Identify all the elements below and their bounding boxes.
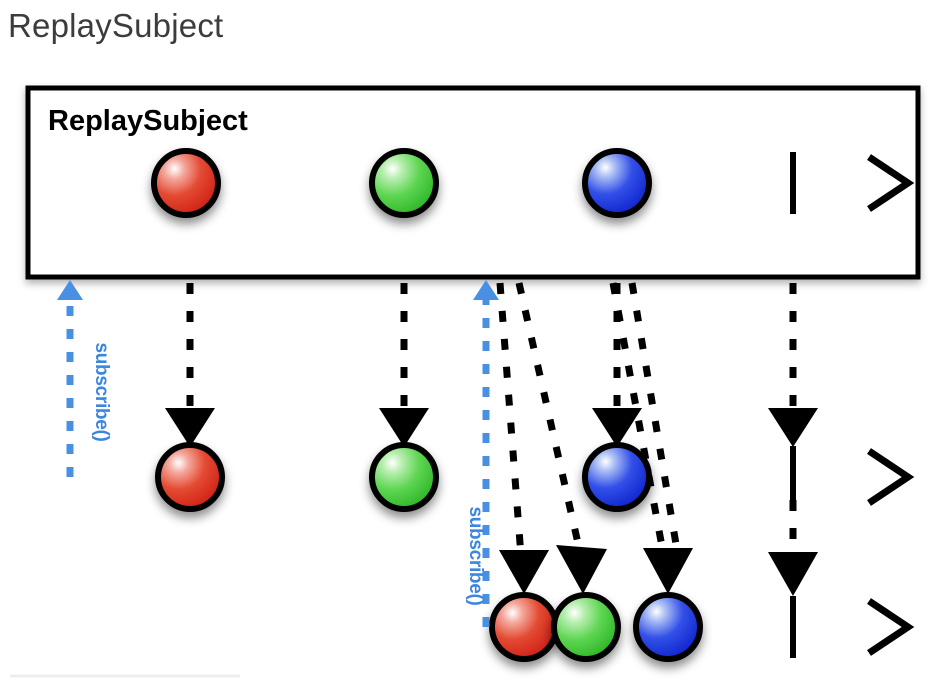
marble-subject-blue [582,148,652,218]
page-title: ReplaySubject [8,7,224,44]
subscribe-arrow-two: subscribe() [465,280,499,627]
marble-sub-one-red [155,442,225,512]
emit-blue-to-sub-one [592,283,642,447]
marble-circle [489,592,559,662]
emission-arrows-group [165,282,818,596]
marble-circle [151,148,221,218]
marble-circle [633,592,703,662]
arrow-head [556,545,607,594]
dashed-line [609,282,667,553]
marble-sub-two-red [489,592,559,662]
replay-red-to-sub-two [496,282,549,594]
emit-green-to-sub-one [379,283,429,447]
marble-subject-green [369,148,439,218]
marble-circle [582,148,652,218]
marbles-group [151,148,703,662]
arrow-head [768,552,818,596]
emit-blue-live-to-sub-two [628,282,682,557]
arrow-head [499,550,549,594]
arrow-head [57,280,83,300]
marble-sub-two-blue [633,592,703,662]
marble-subject-red [151,148,221,218]
arrow-head [165,408,215,447]
timeline-arrow-head [867,154,915,212]
dashed-line [496,282,525,557]
subject-box-label: ReplaySubject [48,105,248,137]
marble-circle [582,442,652,512]
marble-sub-one-blue [582,442,652,512]
replay-blue-to-sub-two [609,282,693,594]
marble-circle [369,442,439,512]
emit-complete-to-sub-one [768,283,818,447]
arrow-head [473,280,499,300]
subscribe-label: subscribe() [91,342,112,441]
subscribe-arrows-group: subscribe() subscribe() [57,280,499,627]
subscribe-arrow-one: subscribe() [57,280,112,477]
arrow-head [643,548,693,594]
dashed-line [515,282,584,553]
arrow-head [592,408,642,447]
marble-sub-two-green [551,592,621,662]
timeline-arrow-head [867,448,915,506]
arrow-head [768,408,818,447]
subscribe-label: subscribe() [465,506,486,605]
marble-circle [551,592,621,662]
replay-green-to-sub-two [515,282,607,594]
timeline-arrow-head [867,598,915,656]
marble-sub-one-green [369,442,439,512]
marble-circle [369,148,439,218]
dashed-line [628,282,682,557]
emit-red-to-sub-one [165,283,215,447]
marble-circle [155,442,225,512]
emit-complete-to-sub-two [768,500,818,596]
arrow-head [379,408,429,447]
